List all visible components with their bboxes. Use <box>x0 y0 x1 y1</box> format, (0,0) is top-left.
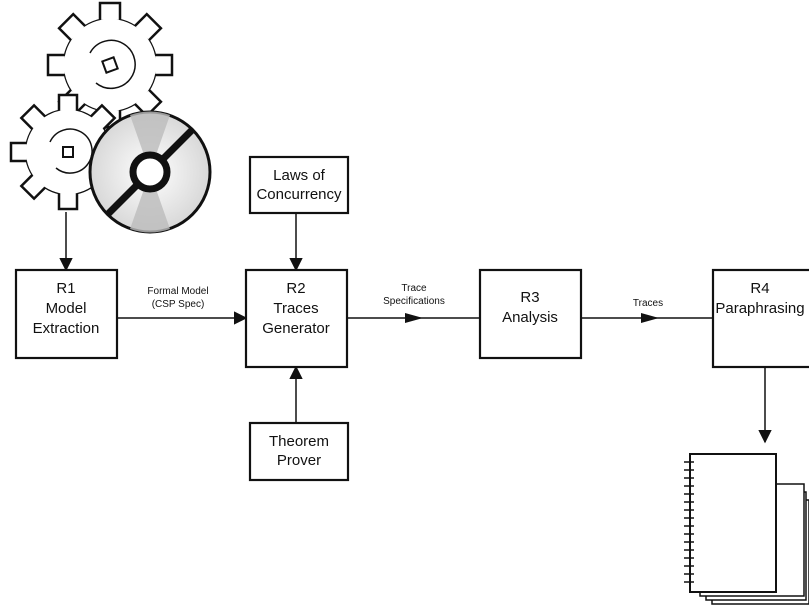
box-laws-line1: Laws of <box>273 167 326 184</box>
box-r2-traces-generator: R2 Traces Generator <box>244 268 349 369</box>
box-theorem-prover: Theorem Prover <box>248 421 350 482</box>
box-r4-paraphrasing: R4 Paraphrasing <box>711 268 809 369</box>
box-laws-line2: Concurrency <box>256 186 342 203</box>
box-r2-title-line2: Generator <box>262 320 330 337</box>
box-r3-id: R3 <box>520 289 539 306</box>
box-prover-line2: Prover <box>277 452 321 469</box>
box-r4-title: Paraphrasing <box>715 300 804 317</box>
box-r1-model-extraction: R1 Model Extraction <box>14 268 119 360</box>
box-r3-title: Analysis <box>502 309 558 326</box>
box-laws-of-concurrency: Laws of Concurrency <box>248 155 350 215</box>
cd-disc-icon <box>88 110 212 234</box>
edge-label-trace-specifications: Trace Specifications <box>383 283 445 307</box>
edge-label-r1-r2-line2: (CSP Spec) <box>152 299 205 310</box>
edge-label-traces: Traces <box>633 298 663 309</box>
edge-label-formal-model: Formal Model (CSP Spec) <box>147 286 208 310</box>
edge-label-r2-r3-line2: Specifications <box>383 296 445 307</box>
box-r3-analysis: R3 Analysis <box>478 268 583 360</box>
edge-label-r2-r3-line1: Trace <box>401 283 427 294</box>
box-r2-title-line1: Traces <box>273 300 318 317</box>
box-r1-id: R1 <box>56 280 75 297</box>
edge-label-r3-r4: Traces <box>633 298 663 309</box>
box-r1-title-line2: Extraction <box>33 320 100 337</box>
box-r4-id: R4 <box>750 280 769 297</box>
box-r2-id: R2 <box>286 280 305 297</box>
document-stack-icon <box>684 453 809 605</box>
box-prover-line1: Theorem <box>269 433 329 450</box>
edge-label-r1-r2-line1: Formal Model <box>147 286 208 297</box>
box-r1-title-line1: Model <box>46 300 87 317</box>
